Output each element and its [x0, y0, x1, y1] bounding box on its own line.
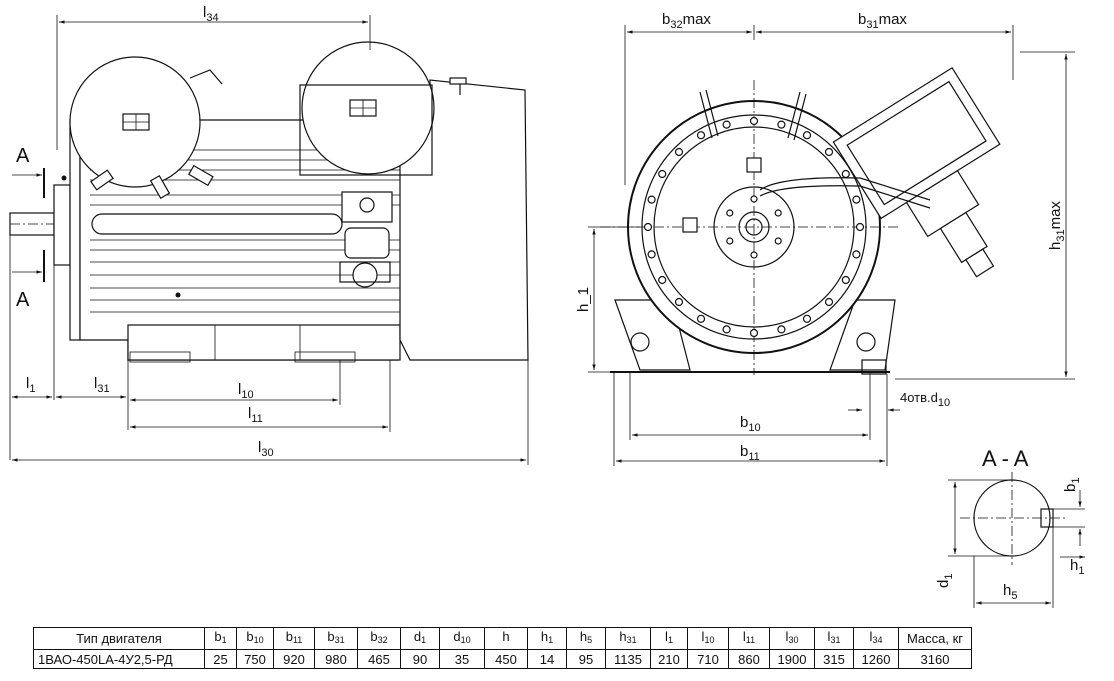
- feet: [127, 324, 401, 361]
- side-view: [9, 41, 529, 363]
- table-cell: 1900: [769, 649, 815, 669]
- dim-l10: l10: [238, 381, 254, 401]
- header-cell: l31: [814, 627, 854, 650]
- table-cell: 35: [439, 649, 485, 669]
- bolt-hole: [852, 195, 861, 204]
- bolt-hole: [824, 297, 834, 307]
- table-cell: 1135: [605, 649, 651, 669]
- dim-h1: h1: [1070, 557, 1084, 577]
- table-cell: 450: [484, 649, 528, 669]
- dim-b31max: b31max: [858, 11, 907, 31]
- table-cell: 860: [728, 649, 770, 669]
- dim-holes: 4отв.d10: [900, 390, 950, 409]
- dim-l30: l30: [258, 439, 274, 459]
- bolt-hole: [674, 147, 684, 157]
- table-header-row: Тип двигателя b1 b10 b11 b31 b32 d1 d10 …: [33, 627, 972, 650]
- dim-d1: d1: [935, 574, 955, 588]
- dim-h31max: h31max: [1047, 201, 1067, 250]
- bolt-holes: [643, 116, 865, 338]
- dim-b1: b1: [1062, 478, 1082, 492]
- dim-b10: b10: [740, 414, 761, 434]
- bolt-hole: [696, 131, 706, 140]
- table-cell: 95: [566, 649, 606, 669]
- section-mark-top: A: [16, 145, 30, 167]
- dim-l34: l34: [203, 4, 219, 24]
- header-cell: Масса, кг: [898, 627, 972, 650]
- bolt-hole: [722, 120, 731, 129]
- bolt-hole: [841, 275, 850, 285]
- dim-l1: l1: [26, 375, 35, 395]
- table-cell: 25: [204, 649, 237, 669]
- bolt-hole: [722, 325, 731, 334]
- bolt-hole: [643, 222, 653, 232]
- header-cell: b31: [314, 627, 358, 650]
- table-cell: 750: [236, 649, 274, 669]
- bolt-hole: [647, 250, 656, 259]
- header-cell: l1: [650, 627, 688, 650]
- header-cell: b10: [236, 627, 274, 650]
- hub-bolt: [750, 195, 758, 203]
- header-cell: b32: [357, 627, 401, 650]
- table-cell: 315: [814, 649, 854, 669]
- dim-l31: l31: [94, 375, 110, 395]
- hub-bolt: [774, 237, 782, 245]
- dim-l11: l11: [248, 405, 263, 425]
- hub-bolt: [726, 237, 734, 245]
- section-a-a: A - A d1 b1 h1 h5: [935, 446, 1085, 608]
- header-cell: h1: [527, 627, 567, 650]
- bolt-hole: [852, 250, 861, 259]
- bolt-hole: [749, 116, 759, 126]
- technical-drawing: l34 l1 l31 l10 l11 l30 A A: [9, 4, 1085, 608]
- table-cell: 14: [527, 649, 567, 669]
- header-cell: d10: [439, 627, 485, 650]
- bolt-hole: [647, 195, 656, 204]
- bolt-hole: [824, 147, 834, 157]
- section-mark-bottom: A: [16, 289, 30, 311]
- header-cell: l11: [728, 627, 770, 650]
- hub-bolt: [750, 251, 758, 259]
- bolt-hole: [802, 131, 812, 140]
- header-cell: b1: [204, 627, 237, 650]
- header-cell: h: [484, 627, 528, 650]
- table-cell: 710: [687, 649, 729, 669]
- header-cell: h31: [605, 627, 651, 650]
- dim-h: h_1: [575, 287, 592, 312]
- bolt-hole: [855, 222, 865, 232]
- header-cell: h5: [566, 627, 606, 650]
- bolt-hole: [696, 314, 706, 323]
- table-cell: 3160: [898, 649, 972, 669]
- bolt-hole: [749, 328, 759, 338]
- hub-bolt: [774, 209, 782, 217]
- bolt-hole: [841, 169, 850, 179]
- bolt-hole: [658, 275, 667, 285]
- header-cell: d1: [400, 627, 440, 650]
- bolt-hole: [777, 120, 786, 129]
- table-cell: 90: [400, 649, 440, 669]
- table-row: 1ВАО-450LA-4У2,5-РД 25 750 920 980 465 9…: [33, 649, 972, 669]
- bolt-hole: [658, 169, 667, 179]
- header-cell: Тип двигателя: [33, 627, 205, 650]
- bolt-hole: [802, 314, 812, 323]
- table-cell: 920: [273, 649, 315, 669]
- hub-bolt: [726, 209, 734, 217]
- header-cell: l10: [687, 627, 729, 650]
- section-title: A - A: [982, 446, 1029, 471]
- dim-h5: h5: [1003, 582, 1017, 602]
- bolt-hole: [777, 325, 786, 334]
- dim-b11: b11: [740, 443, 760, 463]
- bolt-hole: [674, 297, 684, 307]
- table-cell: 210: [650, 649, 688, 669]
- specification-table: Тип двигателя b1 b10 b11 b31 b32 d1 d10 …: [33, 627, 972, 669]
- table-cell: 1ВАО-450LA-4У2,5-РД: [33, 649, 205, 669]
- header-cell: l34: [853, 627, 899, 650]
- table-cell: 465: [357, 649, 401, 669]
- end-view: [600, 67, 1001, 375]
- table-cell: 980: [314, 649, 358, 669]
- header-cell: l30: [769, 627, 815, 650]
- dim-b32max: b32max: [662, 11, 711, 31]
- table-cell: 1260: [853, 649, 899, 669]
- header-cell: b11: [273, 627, 315, 650]
